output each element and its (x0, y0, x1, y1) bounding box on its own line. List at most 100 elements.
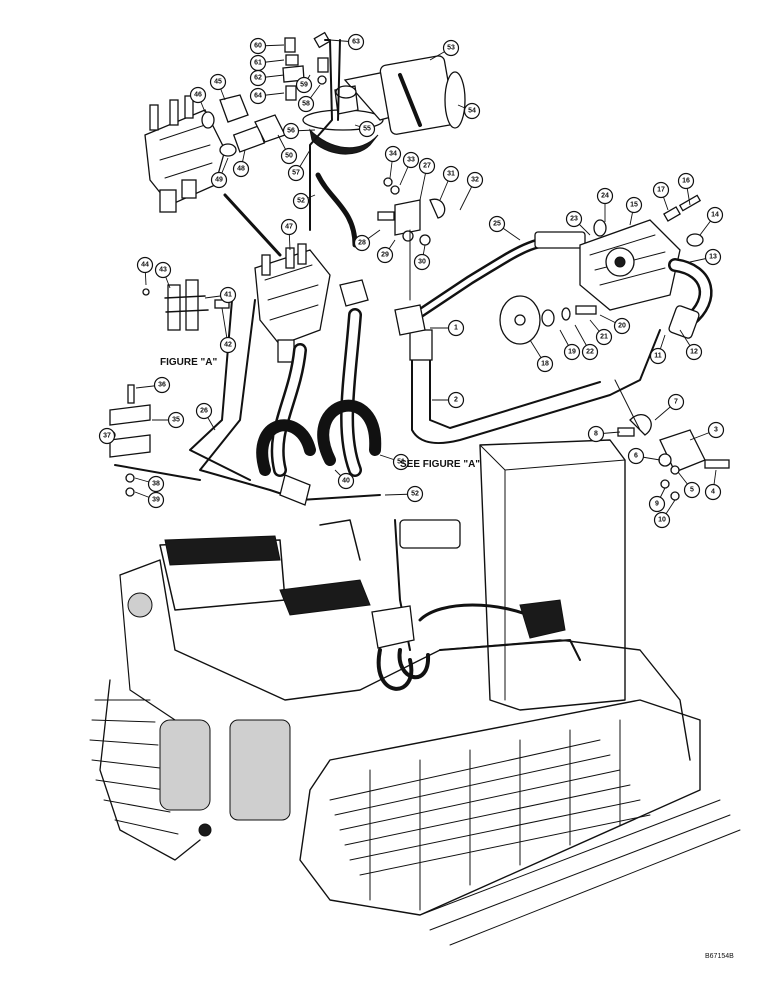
callout-circle-63 (347, 33, 365, 51)
callout-label-36: 36 (158, 382, 166, 389)
callout-label-48: 48 (237, 166, 245, 173)
callout-label-7: 7 (674, 399, 678, 406)
callout-label-52: 52 (411, 491, 419, 498)
callout-circle-5 (683, 481, 701, 499)
callout-label-46: 46 (194, 92, 202, 99)
callout-circle-47 (280, 218, 298, 236)
callout-circle-14 (706, 206, 724, 224)
callout-circle-43 (154, 261, 172, 279)
callout-circle-46 (189, 86, 207, 104)
callout-circle-36 (153, 376, 171, 394)
callout-label-58: 58 (302, 101, 310, 108)
callout-label-37: 37 (103, 433, 111, 440)
callout-circle-16 (677, 172, 695, 190)
callout-circle-17 (652, 181, 670, 199)
callout-circle-28 (353, 234, 371, 252)
callout-label-17: 17 (657, 187, 665, 194)
valve-fittings (201, 94, 286, 157)
see-figure-a-label: SEE FIGURE "A" (400, 459, 480, 470)
callout-circle-8 (587, 425, 605, 443)
callout-circle-23 (565, 210, 583, 228)
callout-label-43: 43 (159, 267, 167, 274)
callout-label-5: 5 (690, 487, 694, 494)
callout-circle-4 (704, 483, 722, 501)
callout-label-4: 4 (711, 489, 715, 496)
callout-label-59: 59 (300, 82, 308, 89)
callout-label-15: 15 (630, 202, 638, 209)
callout-label-53: 53 (447, 45, 455, 52)
callout-circle-60 (249, 37, 267, 55)
callout-label-2: 2 (454, 397, 458, 404)
callout-circle-6 (627, 447, 645, 465)
left-track (89, 679, 291, 861)
right-hardware (614, 379, 730, 501)
callout-label-35: 35 (172, 417, 180, 424)
valve-connector-line (223, 193, 282, 257)
callout-label-32: 32 (471, 177, 479, 184)
callout-circle-2 (447, 391, 465, 409)
callout-circle-54 (463, 102, 481, 120)
callout-label-13: 13 (709, 254, 717, 261)
filter-inlet-pipe (337, 39, 341, 121)
callout-circle-11 (649, 347, 667, 365)
callout-circle-48 (232, 160, 250, 178)
callout-label-29: 29 (381, 252, 389, 259)
callout-circle-22 (581, 343, 599, 361)
callout-label-24: 24 (601, 193, 609, 200)
callout-circle-56 (282, 122, 300, 140)
callout-circle-57 (287, 164, 305, 182)
callout-label-55: 55 (363, 126, 371, 133)
callout-circle-12 (685, 343, 703, 361)
hydraulic-pump (579, 194, 713, 339)
callout-circle-37 (98, 427, 116, 445)
callout-circle-42 (219, 336, 237, 354)
callout-label-62: 62 (254, 75, 262, 82)
callout-label-56: 56 (287, 128, 295, 135)
callout-circle-25 (488, 215, 506, 233)
callout-circle-50 (280, 147, 298, 165)
figure-a (142, 279, 230, 331)
callout-label-49: 49 (215, 177, 223, 184)
callout-circle-1 (447, 319, 465, 337)
callout-label-25: 25 (493, 221, 501, 228)
callout-circle-18 (536, 355, 554, 373)
callout-label-28: 28 (358, 240, 366, 247)
callout-circle-10 (653, 511, 671, 529)
callout-circle-52 (292, 192, 310, 210)
callout-label-1: 1 (454, 325, 458, 332)
callout-label-3: 3 (714, 427, 718, 434)
callout-label-33: 33 (407, 157, 415, 164)
callout-label-60: 60 (254, 43, 262, 50)
callout-circle-9 (648, 495, 666, 513)
callout-label-45: 45 (214, 79, 222, 86)
callout-circle-24 (596, 187, 614, 205)
filter-outlet-pipe (309, 39, 333, 231)
callout-label-30: 30 (418, 259, 426, 266)
callout-label-54: 54 (468, 108, 476, 115)
callout-circle-40 (337, 472, 355, 490)
callout-circle-3 (707, 421, 725, 439)
callout-label-14: 14 (711, 212, 719, 219)
callout-label-18: 18 (541, 361, 549, 368)
callout-label-41: 41 (224, 292, 232, 299)
figure-a-label: FIGURE "A" (160, 357, 218, 368)
filter-assembly (302, 55, 466, 155)
callout-circle-35 (167, 411, 185, 429)
reference-number: B67154B (705, 953, 734, 960)
callout-circle-45 (209, 73, 227, 91)
control-valve-assembly (144, 95, 226, 213)
callout-label-64: 64 (254, 93, 262, 100)
callout-circle-53 (442, 39, 460, 57)
callout-circle-41 (219, 286, 237, 304)
callout-circle-62 (249, 69, 267, 87)
callout-label-57: 57 (292, 170, 300, 177)
return-line (315, 172, 358, 248)
callout-label-39: 39 (152, 497, 160, 504)
callout-circle-30 (413, 253, 431, 271)
callout-circle-21 (595, 328, 613, 346)
callout-label-21: 21 (600, 334, 608, 341)
callout-circle-59 (295, 76, 313, 94)
callout-label-52: 52 (297, 198, 305, 205)
callout-circle-51 (392, 453, 410, 471)
